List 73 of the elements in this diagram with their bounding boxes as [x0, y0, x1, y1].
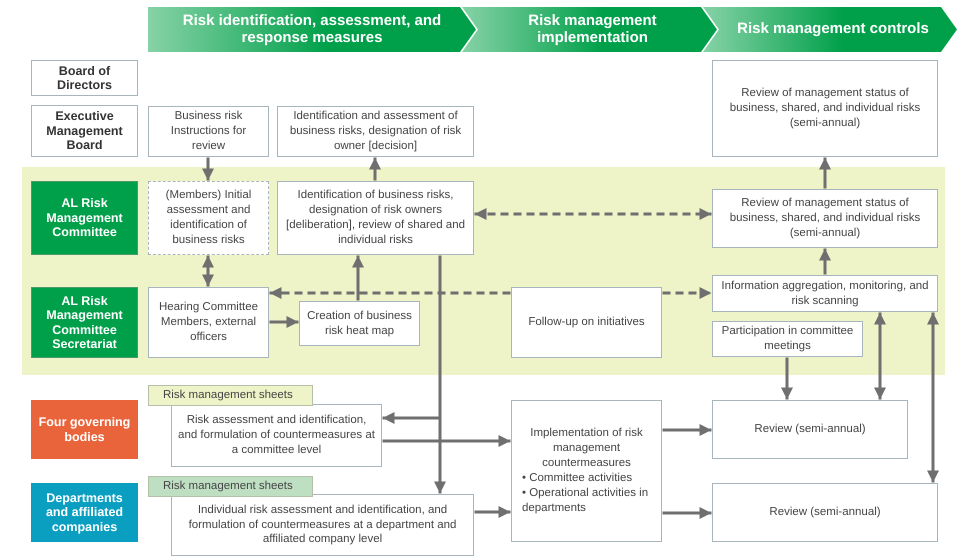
- node-text: Participation in committee meetings: [720, 324, 854, 354]
- process-box: [712, 60, 938, 157]
- process-box: [277, 106, 474, 157]
- node-text: Hearing Committee Members, external officers: [158, 300, 260, 345]
- node-text: Risk management sheets: [163, 479, 293, 494]
- bullet-item: • Operational activities in departments: [521, 486, 650, 516]
- node-text: Business risk Instructions for review: [170, 109, 248, 154]
- process-box: [712, 321, 863, 357]
- node-text: Follow-up on initiatives: [528, 315, 645, 330]
- lane-title: Four governing bodies: [38, 415, 132, 444]
- arrow: [781, 358, 793, 400]
- node-text: Implementation of risk management countermeasures: [529, 426, 644, 471]
- sheet-tab: [148, 385, 313, 406]
- arrow: [662, 424, 712, 436]
- process-box: [712, 275, 938, 312]
- lane-label: [31, 60, 138, 96]
- process-box: [299, 301, 420, 346]
- process-box: [511, 287, 662, 358]
- node-text: Information aggregation, monitoring, and risk scanning: [720, 278, 930, 308]
- dashed-arrow: [474, 208, 712, 220]
- process-box: [712, 400, 908, 459]
- arrow: [270, 316, 298, 328]
- dashed-arrow: [662, 287, 712, 299]
- node-text: Individual risk assessment and identification, and formulation of countermeasures at a department and affiliated company level: [188, 502, 458, 548]
- stage-title: Risk identification, assessment, and response measures: [182, 13, 442, 46]
- node-text: Identification of business risks, designation of risk owners [deliberation], review of shared and individual risks: [285, 188, 466, 248]
- process-box: [148, 181, 269, 255]
- lane-title: AL Risk Management Committee Secretariat: [45, 294, 124, 352]
- lane-title: Board of Directors: [56, 64, 113, 92]
- node-text: Identification and assessment of business risks, designation of risk owner [decision]: [288, 109, 462, 154]
- arrow: [662, 507, 712, 519]
- process-box: [712, 189, 938, 248]
- lane-title: Executive Management Board: [45, 109, 124, 153]
- process-box: [511, 400, 662, 542]
- stage-header: [462, 7, 717, 52]
- lane-title: Departments and affiliated companies: [44, 490, 124, 534]
- process-box: [712, 483, 938, 542]
- arrow: [474, 506, 510, 518]
- node-text: (Members) Initial assessment and identification of business risks: [164, 188, 252, 248]
- process-box: [171, 404, 382, 467]
- dashed-arrow: [270, 287, 510, 299]
- lane-label: [31, 483, 138, 542]
- arrow: [874, 312, 886, 400]
- node-text: Review (semi-annual): [769, 505, 881, 520]
- stage-title: Risk management implementation: [527, 13, 658, 46]
- lane-label: [31, 105, 138, 157]
- node-text: Review (semi-annual): [754, 422, 866, 437]
- node-text: Review of management status of business, shared, and individual risks (semi-annual): [728, 86, 922, 131]
- arrow: [927, 312, 939, 482]
- sheet-tab: [148, 476, 313, 497]
- process-box: [148, 287, 269, 358]
- node-text: Risk assessment and identification, and formulation of countermeasures at a committee level: [177, 413, 376, 458]
- bullet-item: • Committee activities: [521, 471, 632, 486]
- arrow: [202, 158, 214, 180]
- process-box: [148, 106, 269, 157]
- node-text: Review of management status of business, shared, and individual risks (semi-annual): [728, 196, 922, 241]
- stage-header: [148, 7, 476, 52]
- arrow: [202, 256, 214, 286]
- process-box: [171, 494, 474, 556]
- arrow: [819, 158, 831, 188]
- stage-title: Risk management controls: [737, 21, 929, 38]
- arrow: [352, 256, 364, 300]
- lane-title: AL Risk Management Committee: [45, 196, 124, 240]
- process-box: [277, 181, 474, 255]
- arrow: [819, 248, 831, 274]
- lane-label: [31, 181, 138, 255]
- lane-label: [31, 400, 138, 459]
- lane-label: [31, 287, 138, 358]
- arrow: [369, 158, 381, 180]
- arrow: [382, 435, 510, 447]
- node-text: Creation of business risk heat map: [306, 308, 413, 338]
- node-text: Risk management sheets: [163, 388, 293, 403]
- stage-header: [703, 7, 957, 52]
